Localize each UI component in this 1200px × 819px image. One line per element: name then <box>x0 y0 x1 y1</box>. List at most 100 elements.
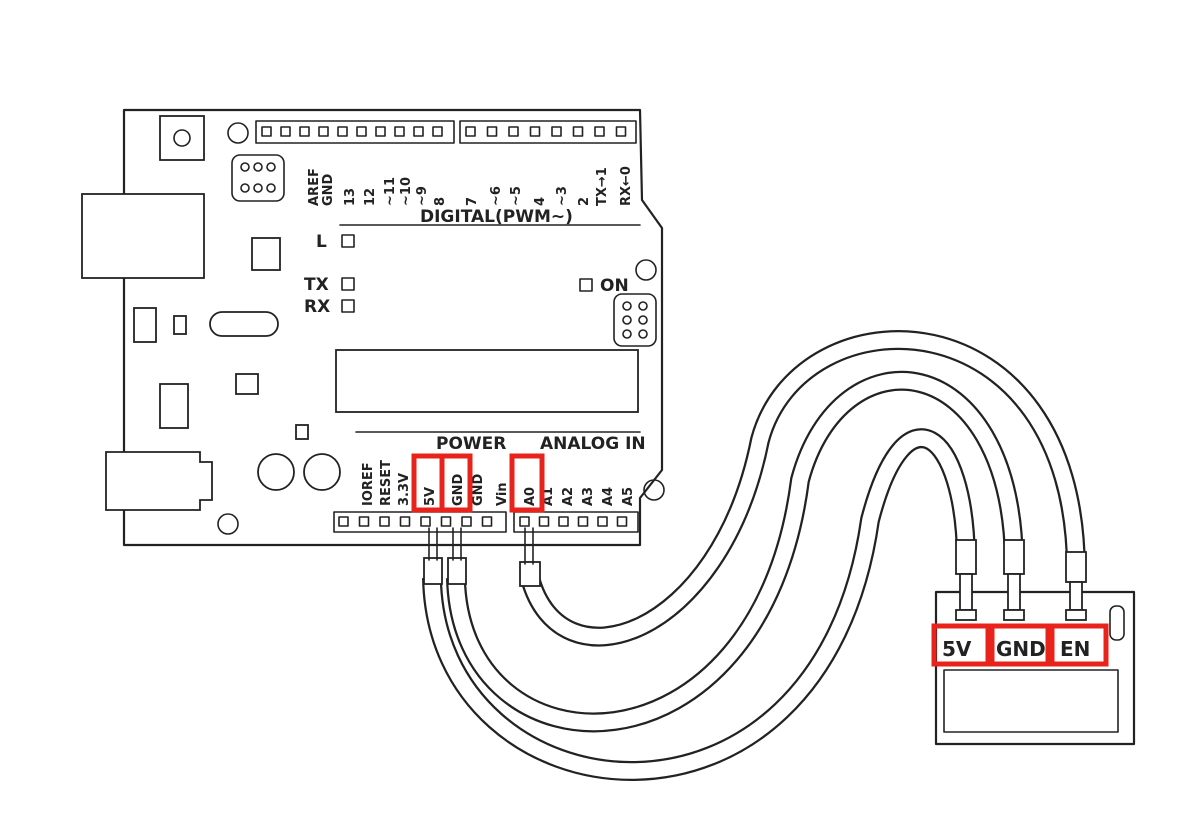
digital-pin-hole <box>572 126 584 137</box>
pin-label: IOREF <box>361 462 376 506</box>
led-on <box>579 278 593 292</box>
analog-pin-hole <box>538 516 550 527</box>
sensor-5v-sleeve <box>955 539 977 575</box>
pin-label: GND <box>321 173 336 206</box>
power-pin-hole <box>461 516 472 527</box>
power-pin-hole <box>440 516 452 527</box>
pin-label: ~6 <box>489 186 504 206</box>
reset-button-cap <box>173 129 191 147</box>
analog-pin-hole <box>597 516 608 527</box>
pin-label: GND <box>471 473 486 506</box>
regulator <box>251 237 281 271</box>
icsp-header-2 <box>613 293 657 347</box>
wire-5v-fill <box>424 430 974 779</box>
mount-hole <box>227 122 249 144</box>
analog-label: ANALOG IN <box>540 434 646 454</box>
sensor-gnd-pin <box>1007 573 1021 611</box>
sensor-5v-label: 5V <box>942 637 972 661</box>
sensor-window <box>943 669 1119 733</box>
board-outline <box>122 108 664 547</box>
pin-label: RX←0 <box>619 166 634 206</box>
analog-pin-hole <box>558 516 569 527</box>
digital-pin-hole <box>508 126 519 137</box>
pin-label: 4 <box>533 197 548 206</box>
analog-pin-hole <box>577 516 589 527</box>
digital-pin-hole <box>375 126 386 137</box>
analog-header <box>513 511 639 533</box>
highlight-sensor-5v <box>931 623 991 667</box>
led-rx <box>341 299 355 313</box>
pin-label: A3 <box>581 487 596 506</box>
electrolytic-cap <box>257 453 295 491</box>
sensor-en-pin <box>1069 581 1083 611</box>
power-label: POWER <box>436 434 506 454</box>
power-jack <box>105 451 213 511</box>
capacitor <box>133 307 157 343</box>
pin-label: TX→1 <box>595 167 610 206</box>
power-pin-hole <box>399 516 411 527</box>
analog-pin-hole <box>616 516 628 527</box>
wires <box>422 330 1086 781</box>
pin-label: ~10 <box>399 177 414 206</box>
mount-hole <box>635 259 657 281</box>
sensor-5v-socket <box>955 609 977 621</box>
led-l <box>341 234 355 248</box>
highlight-sensor-en <box>1049 623 1109 667</box>
wire-gnd-fill <box>448 373 1022 731</box>
usb-connector <box>81 193 205 279</box>
pin-label: 12 <box>363 188 378 206</box>
sensor-module: 5V GND EN <box>934 539 1136 746</box>
led-tx <box>341 277 355 291</box>
mount-hole <box>643 479 665 501</box>
power-pin-hole <box>420 516 431 527</box>
digital-pin-hole <box>318 126 329 137</box>
digital-pin-hole <box>594 126 605 137</box>
microcontroller-chip <box>335 349 639 413</box>
digital-pin-hole <box>356 126 367 137</box>
power-pin-hole <box>379 516 390 527</box>
pin-label: GND <box>451 473 466 506</box>
led-l-label: L <box>316 232 327 252</box>
icsp-pins <box>240 162 276 193</box>
sensor-gnd-socket <box>1003 609 1025 621</box>
pin-label: Vin <box>495 482 510 506</box>
digital-header-left <box>255 120 455 144</box>
led-on-label: ON <box>600 276 629 296</box>
digital-header-label: DIGITAL(PWM~) <box>420 207 573 227</box>
digital-pin-hole <box>413 126 424 137</box>
digital-pin-hole <box>529 126 541 137</box>
pin-label: ~5 <box>509 186 524 206</box>
wire-5v-sleeve <box>423 557 443 585</box>
icsp-header <box>231 154 285 202</box>
wire-en-fill <box>522 332 1084 645</box>
pin-label: 2 <box>577 197 592 206</box>
led-rx-label: RX <box>304 297 330 317</box>
pin-label: ~11 <box>383 177 398 206</box>
wire-en-sleeve <box>519 561 541 587</box>
sensor-5v-pin <box>959 573 973 611</box>
pin-label: ~9 <box>415 186 430 206</box>
sensor-gnd-label: GND <box>996 637 1046 661</box>
pin-label: AREF <box>307 168 322 206</box>
power-pin-hole <box>338 516 349 527</box>
digital-pin-hole <box>465 126 476 137</box>
pin-label: 3.3V <box>397 473 412 506</box>
pin-label: 5V <box>423 487 438 506</box>
pin-label: 8 <box>433 197 448 206</box>
digital-pin-hole <box>486 126 498 137</box>
crystal <box>209 311 279 337</box>
pin-label: ~3 <box>555 186 570 206</box>
pin-label: 7 <box>465 197 480 206</box>
digital-pin-hole <box>551 126 562 137</box>
resistor <box>173 315 187 335</box>
digital-pin-hole <box>299 126 310 137</box>
pin-label: A2 <box>561 487 576 506</box>
sensor-slot <box>1109 605 1125 641</box>
digital-pin-hole <box>261 126 272 137</box>
pin-label: RESET <box>379 460 394 506</box>
pin-label: A4 <box>601 487 616 506</box>
